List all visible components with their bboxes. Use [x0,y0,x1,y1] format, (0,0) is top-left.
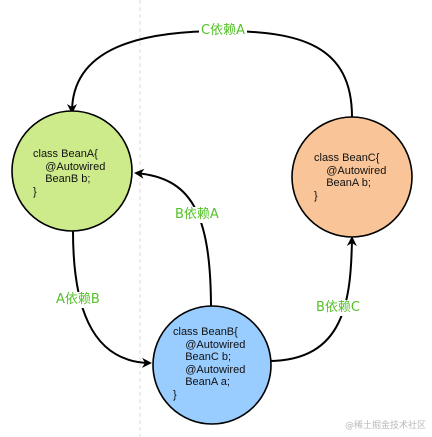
label-c-depends-a: C依赖A [199,23,247,39]
edge-c-to-a [67,29,353,118]
code-line: @Autowired [173,363,246,376]
edge-b-to-a [134,168,212,310]
bean-c-code: class BeanC{ @Autowired BeanA b;} [314,152,386,202]
label-b-depends-a: B依赖A [173,207,221,223]
code-line: class BeanC{ [314,152,380,164]
code-line: BeanA b; [314,177,371,189]
code-line: class BeanA{ [33,148,98,160]
bean-b-code: class BeanB{ @Autowired BeanC b; @Autowi… [173,326,245,401]
edge-a-to-b [72,230,152,368]
code-line: BeanA a; [173,376,230,388]
code-line: } [314,189,318,202]
label-b-depends-c: B依赖C [314,300,362,316]
bean-a-code: class BeanA{ @Autowired BeanB b;} [33,148,105,198]
bean-c-node [291,116,413,238]
code-line: } [173,388,177,401]
bean-a-node [11,110,133,232]
code-line: BeanC b; [173,351,232,363]
edge-b-to-c [267,236,357,362]
code-line: @Autowired [173,338,246,351]
watermark: @稀土掘金技术社区 [344,421,426,431]
code-line: } [33,185,37,198]
code-line: @Autowired [33,160,106,173]
label-a-depends-b: A依赖B [54,292,102,308]
bean-b-node [152,305,272,425]
code-line: class BeanB{ [173,326,238,338]
code-line: @Autowired [314,164,387,177]
code-line: BeanB b; [33,173,91,185]
